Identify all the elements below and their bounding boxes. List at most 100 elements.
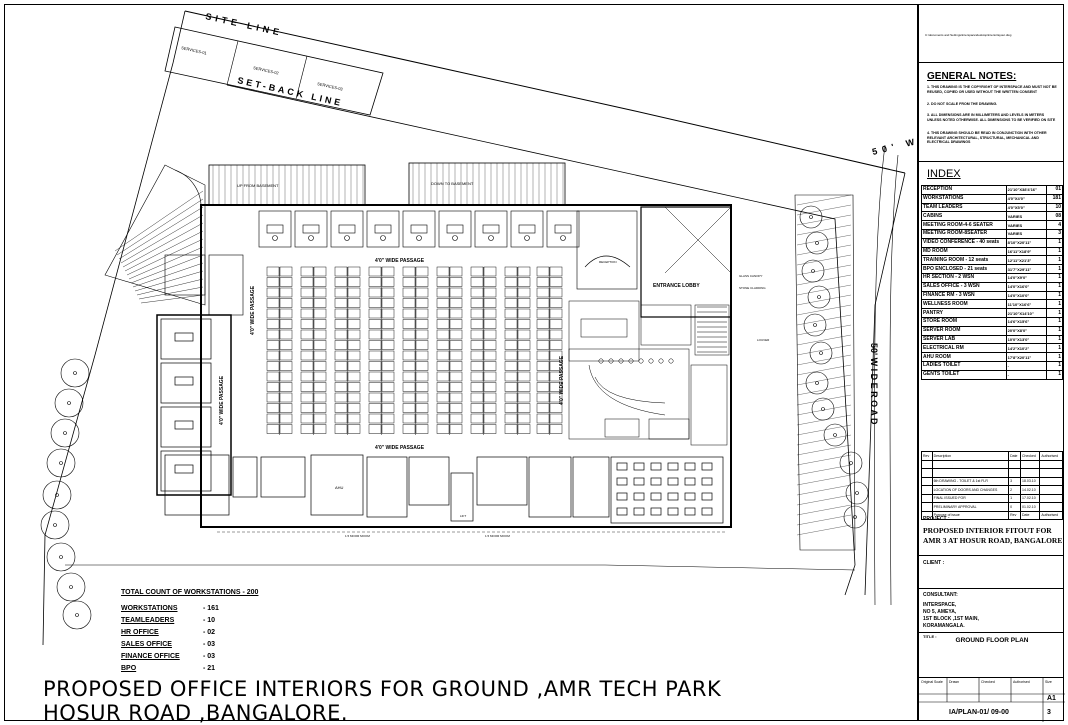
project-name: PROPOSED INTERIOR FITOUT FOR AMR 3 AT HO… <box>923 526 1063 545</box>
index-cell: CABINS <box>921 211 1007 222</box>
revision-cell <box>921 459 933 469</box>
training-chair <box>638 358 644 364</box>
workstation <box>449 329 463 340</box>
workstation <box>300 266 314 277</box>
workstation <box>279 308 293 319</box>
cabin <box>438 210 472 248</box>
workstation <box>300 287 314 298</box>
workstation <box>517 308 531 319</box>
workstation <box>536 298 550 308</box>
tree-trunk <box>809 215 813 219</box>
index-cell: WORKSTATIONS <box>921 193 1007 204</box>
index-cell: 1 <box>1045 360 1064 371</box>
reception-room <box>576 210 638 290</box>
workstation <box>536 371 550 382</box>
index-cell: 1 <box>1045 290 1064 301</box>
wellness-room <box>604 418 640 438</box>
ws-row-count: - 03 <box>203 653 216 660</box>
workstation <box>449 382 463 392</box>
workstation <box>504 340 518 350</box>
workstation <box>549 277 563 287</box>
revision-cell: Authorised <box>1039 510 1063 520</box>
cabin-desk <box>174 464 194 474</box>
revision-row <box>921 459 1063 469</box>
workstation <box>415 277 429 287</box>
revision-cell: 14.02.10 <box>1020 485 1041 495</box>
index-cell: 16'11"X18'9" <box>1005 246 1047 257</box>
workstation <box>402 287 416 298</box>
workstation <box>517 382 531 392</box>
workstation <box>313 392 327 403</box>
workstation <box>504 403 518 413</box>
index-cell: 4'0"X5'0" <box>1005 202 1047 213</box>
workstation <box>368 287 382 298</box>
workstation <box>381 287 395 298</box>
site-line <box>184 10 906 174</box>
road-label-right: 50' W I D E R O A D <box>869 343 879 425</box>
training-chair <box>648 358 654 364</box>
strip-hatch-line <box>796 474 852 486</box>
workstation <box>449 319 463 329</box>
server-room <box>640 304 692 346</box>
index-cell: 1 <box>1045 369 1064 380</box>
ws-row-name: SALES OFFICE <box>121 641 172 648</box>
workstation <box>279 277 293 287</box>
workstation <box>415 298 429 308</box>
services-label-1: SERVICES-01 <box>181 45 208 56</box>
general-note: 4. THIS DRAWING SHOULD BE READ IN CONJUN… <box>927 131 1047 145</box>
index-cell: TEAM LEADERS <box>921 202 1007 213</box>
index-cell: 4 <box>1045 220 1064 230</box>
workstation <box>517 319 531 329</box>
consultant-line: NO 5, AMEYA, <box>923 609 957 615</box>
workstation <box>313 371 327 382</box>
workstation <box>470 319 484 329</box>
workstation <box>449 340 463 350</box>
workstation <box>483 266 497 277</box>
workstation <box>517 277 531 287</box>
workstation <box>347 340 361 350</box>
lift-label: LIFT <box>460 514 466 518</box>
workstation <box>470 361 484 371</box>
index-cell: SERVER ROOM <box>921 325 1007 336</box>
workstation <box>536 287 550 298</box>
cabin <box>294 210 328 248</box>
workstation <box>402 424 416 434</box>
strip-hatch-line <box>796 364 852 376</box>
index-cell: 10'0"X13'0" <box>1005 334 1047 345</box>
caption-line-1: PROPOSED OFFICE INTERIORS FOR GROUND ,AM… <box>43 677 722 701</box>
index-row: LADIES TOILET-1 <box>921 360 1064 371</box>
workstation <box>368 350 382 361</box>
tree-trunk <box>69 585 73 589</box>
workstation <box>436 403 450 413</box>
road-curve <box>874 144 886 606</box>
workstation <box>368 298 382 308</box>
site-boundary-left <box>42 10 186 646</box>
ramp-up-basement <box>208 164 366 206</box>
workstation <box>449 298 463 308</box>
workstation <box>381 298 395 308</box>
workstation <box>436 392 450 403</box>
workstation <box>536 340 550 350</box>
index-cell: 181 <box>1045 193 1064 204</box>
strip-hatch-line <box>796 304 852 316</box>
ws-row: WORKSTATIONS - 161 <box>121 605 281 615</box>
workstation <box>504 266 518 277</box>
workstation <box>483 350 497 361</box>
workstation <box>334 340 348 350</box>
cabin-desk <box>266 224 284 234</box>
revision-cell <box>1020 459 1041 469</box>
workstation <box>334 371 348 382</box>
workstation <box>504 392 518 403</box>
reception-desk <box>584 255 631 268</box>
workstation <box>368 424 382 434</box>
workstation <box>415 287 429 298</box>
workstation <box>549 350 563 361</box>
ramp-hatch-line <box>134 270 204 292</box>
workstation <box>334 298 348 308</box>
workstation <box>402 371 416 382</box>
index-cell: BPO ENCLOSED - 21 seats <box>921 264 1007 274</box>
workstation <box>470 392 484 403</box>
strip-hatch-line <box>796 214 852 226</box>
